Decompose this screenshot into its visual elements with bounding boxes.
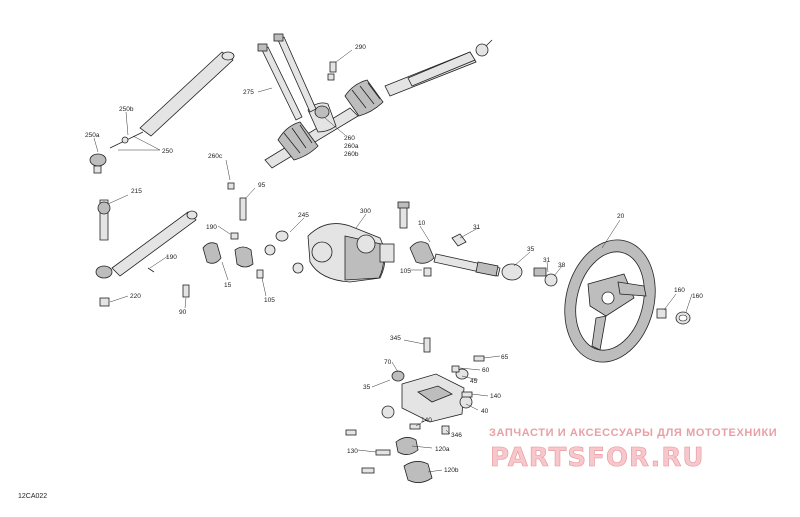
part-label: 190	[166, 254, 177, 261]
part-label: 250b	[119, 106, 134, 113]
steering-rack	[264, 39, 493, 169]
part-label: 120b	[444, 467, 459, 474]
leader-lines	[93, 49, 693, 473]
part-label: 45	[470, 378, 478, 385]
part-label: 190	[206, 224, 217, 231]
part-label: 345	[390, 335, 401, 342]
part-label: 290	[355, 44, 366, 51]
part-label: 70	[384, 359, 392, 366]
part-label: 95	[258, 182, 266, 189]
part-label: 250a	[85, 132, 100, 139]
part-label: 35	[527, 246, 535, 253]
part-label: 275	[243, 89, 254, 96]
tie-rod-left-lower	[95, 199, 198, 307]
gearbox-300	[264, 223, 395, 283]
part-label: 215	[131, 188, 142, 195]
watermark: ЗАПЧАСТИ И АКСЕССУАРЫ ДЛЯ МОТОТЕХНИКИ PA…	[489, 427, 777, 473]
part-label: 90	[179, 309, 187, 316]
part-label: 260a	[344, 143, 359, 150]
watermark-tagline: ЗАПЧАСТИ И АКСЕССУАРЫ ДЛЯ МОТОТЕХНИКИ	[489, 427, 777, 439]
part-label: 160	[692, 293, 703, 300]
diagram-code: 12CA022	[18, 493, 47, 500]
universal-joints	[182, 182, 264, 298]
part-label: 40	[481, 408, 489, 415]
part-label: 220	[130, 293, 141, 300]
part-label: 120a	[435, 446, 450, 453]
part-label: 10	[418, 220, 426, 227]
watermark-brand: PARTSFOR.RU	[490, 443, 704, 473]
part-label: 15	[224, 282, 232, 289]
part-label: 260c	[208, 153, 223, 160]
part-label: 65	[501, 354, 509, 361]
bolts-275	[257, 33, 337, 121]
tie-rod-left-upper	[89, 51, 235, 174]
part-label: 140	[490, 393, 501, 400]
part-labels: 290 275 250b 250a 250 260 260a 260b 260c…	[85, 44, 703, 474]
part-label: 250	[162, 148, 173, 155]
part-label: 105	[264, 297, 275, 304]
part-label: 245	[298, 212, 309, 219]
part-label: 346	[451, 432, 462, 439]
part-label: 160	[674, 287, 685, 294]
part-label: 300	[360, 208, 371, 215]
part-label: 140	[421, 417, 432, 424]
part-label: 20	[617, 213, 625, 220]
part-label: 31	[543, 257, 551, 264]
bracket-assembly	[345, 337, 485, 483]
part-label: 38	[558, 262, 566, 269]
part-label: 130	[347, 448, 358, 455]
part-label: 35	[363, 384, 371, 391]
steering-column-shaft	[397, 201, 558, 287]
part-label: 260b	[344, 151, 359, 158]
part-label: 31	[473, 224, 481, 231]
part-label: 260	[344, 135, 355, 142]
part-label: 60	[482, 367, 490, 374]
steering-wheel	[564, 239, 691, 363]
part-label: 105	[400, 268, 411, 275]
